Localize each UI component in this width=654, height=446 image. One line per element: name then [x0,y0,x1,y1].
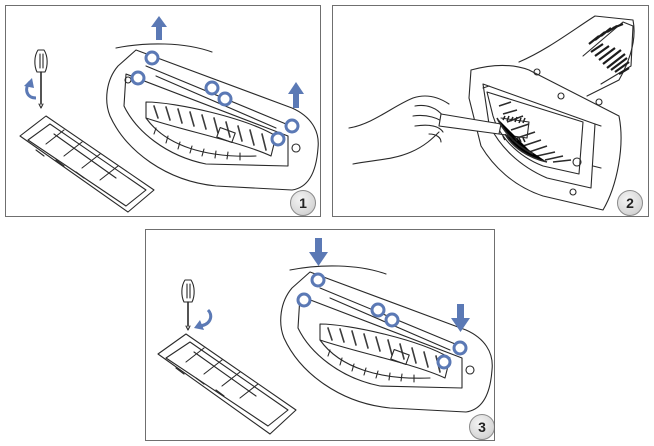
rotate-arrow-icon [194,308,213,330]
step-3-panel: 3 [145,229,495,441]
screw-rings [130,50,300,147]
screw-ring [452,340,468,356]
screw-ring [204,80,220,96]
screw-rings [296,272,468,370]
step-1-illustration [19,16,319,213]
screw-ring [144,50,160,66]
screw-ring [384,312,400,328]
bristle-head [588,22,630,75]
up-arrow-icon [151,16,167,40]
screw-ring [310,272,326,288]
roller-bristles [496,101,572,163]
screw-ring [284,118,300,134]
down-arrow-icon [309,238,328,266]
screw-ring [370,302,386,318]
step-2-illustration [348,15,635,211]
screw-ring [436,354,452,370]
rotate-arrow-icon [24,78,37,100]
step-3-illustration [157,238,493,435]
screw-ring [217,91,233,107]
step-1-panel: 1 [5,5,321,217]
step-number-badge: 3 [469,414,494,440]
step-number-badge: 1 [290,190,316,216]
down-arrow-icon [451,304,470,332]
screw-ring [270,131,286,147]
screw-ring [296,292,312,308]
step-number-badge: 2 [617,190,643,216]
up-arrow-icon [288,82,304,108]
step-2-panel: 2 [332,5,649,217]
screw-ring [130,70,146,86]
brush-icon [502,115,526,143]
